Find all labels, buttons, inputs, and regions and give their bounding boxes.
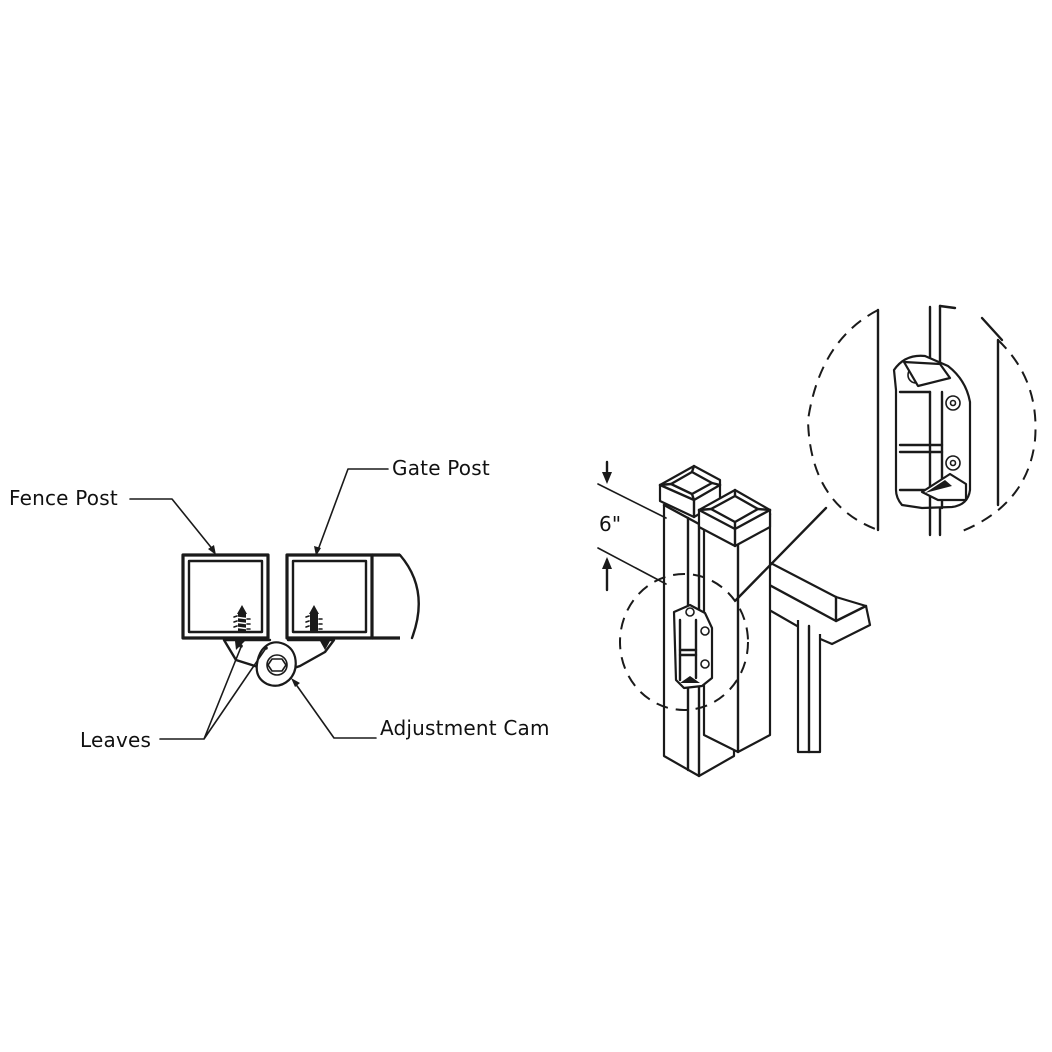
fence-post-section <box>181 553 270 640</box>
gate-post-section <box>285 553 420 640</box>
label-leaves: Leaves <box>80 728 152 752</box>
detail-magnified <box>806 304 1037 537</box>
label-adjustment-cam: Adjustment Cam <box>380 716 550 740</box>
adjustment-cam <box>255 641 297 687</box>
label-dimension: 6" <box>599 512 622 536</box>
label-gate-post: Gate Post <box>392 456 490 480</box>
detail-connector <box>734 506 828 602</box>
detail-callout-small <box>619 573 749 711</box>
gate-post-screw <box>305 605 323 632</box>
dimension-6in <box>597 460 667 592</box>
gate-post-iso <box>697 488 772 754</box>
fence-post-screw <box>233 605 251 632</box>
hinge-small <box>672 603 714 690</box>
leader-lines <box>129 468 389 740</box>
label-fence-post: Fence Post <box>9 486 118 510</box>
